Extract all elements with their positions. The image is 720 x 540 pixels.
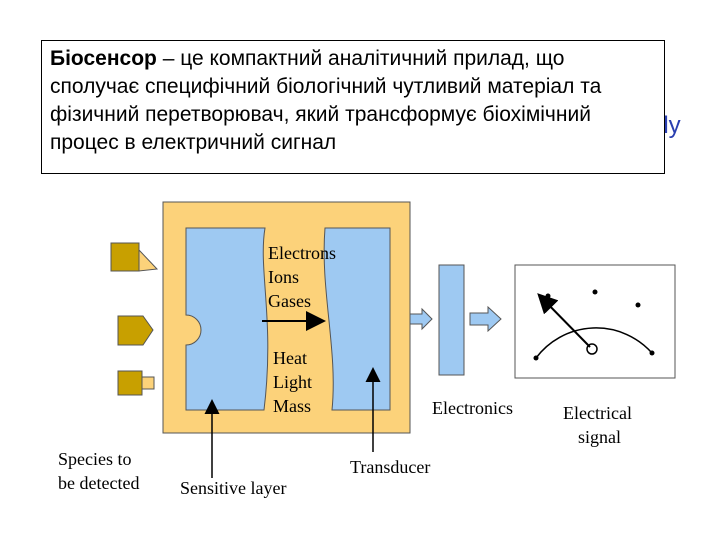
label-transducer: Transducer	[350, 457, 431, 477]
definition-text: – це компактний аналітичний прилад, що с…	[50, 47, 602, 154]
meter-needle	[537, 293, 591, 348]
label-mass: Mass	[273, 396, 312, 416]
label-light: Light	[273, 372, 312, 392]
transducer-layer	[323, 227, 391, 411]
label-species-1: Species to	[58, 449, 132, 469]
electronics-block	[438, 264, 465, 376]
meter-scale-arc	[535, 327, 653, 359]
label-electrons: Electrons	[268, 243, 336, 263]
label-gases: Gases	[268, 291, 311, 311]
sensitive-layer	[185, 227, 269, 411]
label-electrical: Electrical	[563, 403, 632, 423]
label-heat: Heat	[273, 348, 307, 368]
label-species-2: be detected	[58, 473, 140, 493]
label-electronics: Electronics	[432, 398, 513, 418]
species-square-2	[117, 370, 143, 396]
meter-tick	[533, 355, 539, 361]
species-square-1	[110, 242, 140, 272]
meter-tick	[649, 350, 655, 356]
meter-tick	[545, 293, 551, 299]
species-small-square	[141, 376, 155, 390]
species-shapes	[110, 242, 159, 396]
meter-pivot	[586, 343, 598, 355]
meter-tick	[635, 302, 641, 308]
species-pentagon	[117, 315, 154, 346]
label-ions: Ions	[268, 267, 299, 287]
meter-frame	[514, 264, 676, 379]
label-sensitive-layer: Sensitive layer	[180, 478, 287, 498]
label-signal: signal	[578, 427, 621, 447]
block-arrow-1	[409, 307, 433, 331]
block-arrow-2	[469, 305, 502, 333]
definition-term: Біосенсор	[50, 47, 157, 70]
definition-box: Біосенсор – це компактний аналітичний пр…	[41, 40, 665, 174]
species-tail-1	[138, 248, 159, 272]
signal-meter	[514, 264, 676, 379]
meter-tick	[592, 289, 598, 295]
